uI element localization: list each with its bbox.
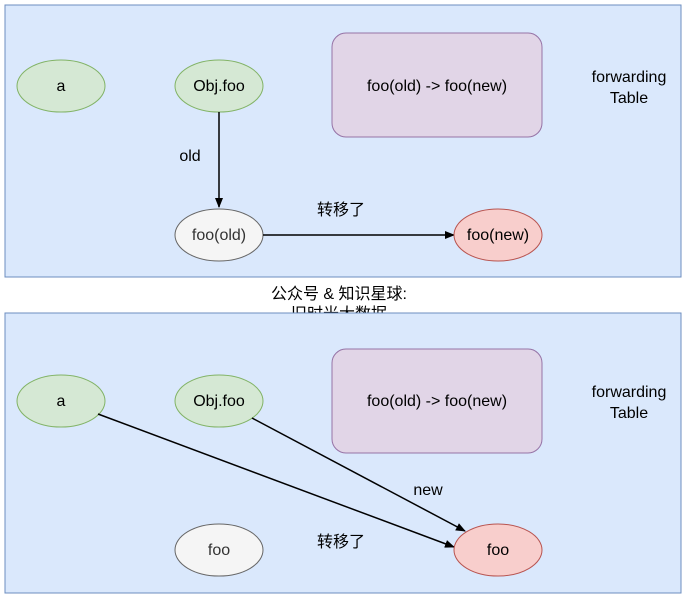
bottom-edge-new-label: new bbox=[413, 482, 443, 499]
bottom-node-obj-foo-label: Obj.foo bbox=[193, 393, 245, 410]
bottom-edge-a-to-foo bbox=[97, 413, 455, 548]
bottom-forwarding-box bbox=[331, 348, 543, 454]
bottom-transfer-label: 转移了 bbox=[317, 533, 365, 551]
bottom-forwarding-box-label: foo(old) -> foo(new) bbox=[367, 393, 507, 410]
top-forwarding-box-label: foo(old) -> foo(new) bbox=[367, 78, 507, 95]
bottom-node-foo-label: foo bbox=[208, 542, 230, 559]
bottom-edge-obj-new bbox=[251, 417, 466, 532]
top-transfer-label: 转移了 bbox=[317, 201, 365, 219]
bottom-node-foo bbox=[174, 523, 264, 577]
top-node-foo-new bbox=[453, 208, 543, 262]
bottom-side-label-line2: Table bbox=[610, 405, 648, 422]
bottom-node-a bbox=[16, 374, 106, 428]
top-side-label-line1: forwarding bbox=[592, 69, 667, 86]
top-node-foo-new-label: foo(new) bbox=[467, 227, 529, 244]
top-side-label-line2: Table bbox=[610, 90, 648, 107]
bottom-node-obj-foo bbox=[174, 374, 264, 428]
bottom-side-label-line1: forwarding bbox=[592, 384, 667, 401]
bottom-node-a-label: a bbox=[57, 393, 66, 410]
bottom-node-foo-target bbox=[453, 523, 543, 577]
top-edge-old-label: old bbox=[179, 148, 200, 165]
caption-line1: 公众号 & 知识星球: bbox=[271, 285, 407, 303]
top-node-a-label: a bbox=[57, 78, 66, 95]
top-node-a bbox=[16, 59, 106, 113]
top-forwarding-box bbox=[331, 32, 543, 138]
top-node-obj-foo-label: Obj.foo bbox=[193, 78, 245, 95]
bottom-node-foo-target-label: foo bbox=[487, 542, 509, 559]
top-node-foo-old-label: foo(old) bbox=[192, 227, 246, 244]
